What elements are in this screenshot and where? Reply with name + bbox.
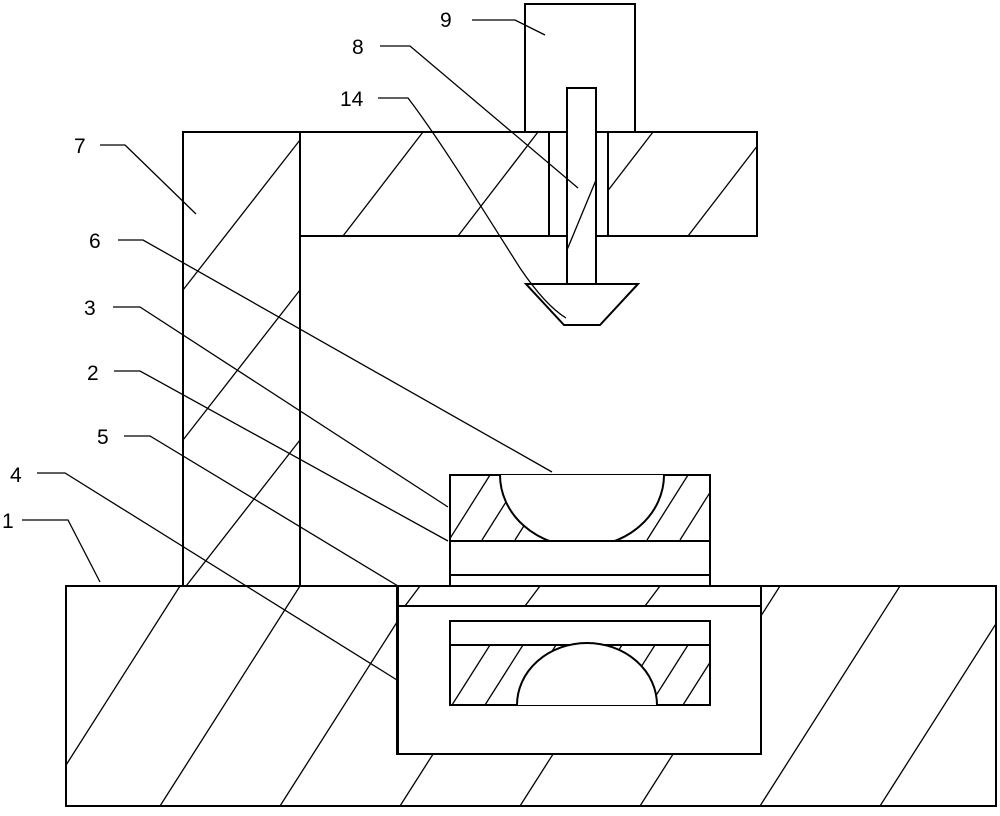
upper-die [449,474,711,548]
label-14: 14 [340,88,364,111]
arm [299,131,758,237]
leader-14 [378,97,567,319]
lower-die [449,642,711,706]
label-1: 1 [2,510,14,533]
push-rod [566,87,597,285]
upper-base-plate [449,574,711,587]
drive-motor [524,3,636,133]
lower-plate [449,620,711,646]
label-3: 3 [84,297,96,320]
leader-2 [114,370,449,542]
label-7: 7 [74,135,86,158]
leader-lines [22,19,579,681]
punch-head [523,283,641,326]
leader-9 [472,19,546,36]
label-6: 6 [89,230,101,253]
leader-1 [22,519,101,583]
leader-6 [118,239,553,473]
label-9: 9 [440,9,452,32]
leader-8 [380,45,579,189]
guide-rail [397,585,762,607]
label-2: 2 [87,362,99,385]
label-4: 4 [10,464,22,487]
upper-plate [449,540,711,576]
label-8: 8 [352,36,364,59]
label-5: 5 [97,426,109,449]
leader-5 [124,435,399,587]
leader-4 [37,472,398,681]
leader-7 [100,144,197,215]
column [182,131,301,587]
leader-3 [113,306,449,508]
callout-labels: 9 8 14 7 6 3 2 5 4 1 [2,9,452,533]
